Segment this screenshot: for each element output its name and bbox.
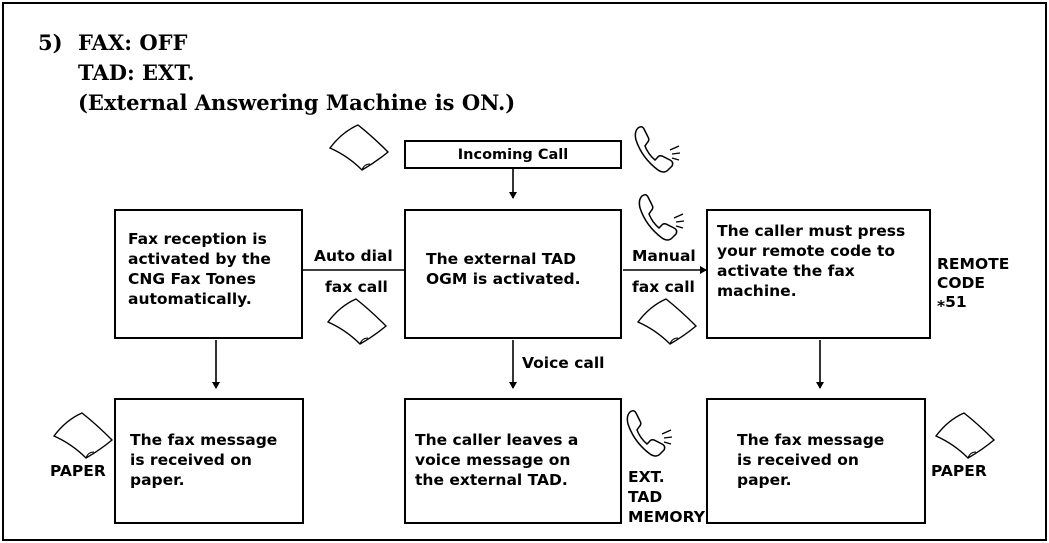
ogm-text: The external TAD OGM is activated. [426, 249, 581, 289]
voice-message-line: the external TAD. [415, 471, 568, 489]
fax-reception-line: automatically. [128, 290, 252, 308]
fax-reception-text: Fax reception is activated by the CNG Fa… [128, 229, 271, 309]
paper-label-right: PAPER [931, 462, 987, 480]
fax-received-box-left [114, 398, 304, 524]
fax-reception-line: CNG Fax Tones [128, 270, 256, 288]
paper-icon [636, 298, 698, 345]
auto-fax-call-label: fax call [325, 278, 388, 296]
fax-received-line: The fax message [130, 431, 278, 449]
paper-icon [934, 412, 996, 459]
incoming-call-label: Incoming Call [457, 147, 569, 163]
remote-code-label-line: CODE [937, 274, 986, 292]
ogm-text-line: The external TAD [426, 250, 577, 268]
remote-code-line: machine. [717, 282, 797, 300]
fax-reception-box [114, 209, 303, 339]
heading-note: (External Answering Machine is ON.) [78, 90, 516, 115]
phone-icon [638, 193, 685, 241]
fax-received-box-right [706, 398, 926, 524]
heading-tad-mode: TAD: EXT. [78, 60, 195, 85]
paper-icon [52, 412, 114, 459]
heading-fax-mode: FAX: OFF [78, 30, 188, 55]
remote-code-line: activate the fax [717, 262, 855, 280]
fax-reception-line: Fax reception is [128, 230, 267, 248]
paper-icon [328, 124, 390, 171]
fax-received-line: is received on [130, 451, 252, 469]
voice-message-text: The caller leaves a voice message on the… [415, 430, 578, 490]
paper-label-left: PAPER [50, 462, 106, 480]
manual-label: Manual [632, 247, 696, 265]
manual-fax-call-label: fax call [632, 278, 695, 296]
remote-code-text: The caller must press your remote code t… [717, 221, 905, 301]
fax-received-line: paper. [737, 471, 792, 489]
auto-dial-label: Auto dial [314, 247, 393, 265]
ogm-box [404, 209, 622, 339]
paper-icon [326, 298, 388, 345]
voice-call-label: Voice call [522, 354, 605, 372]
fax-received-text-right: The fax message is received on paper. [737, 430, 884, 490]
ogm-text-line: OGM is activated. [426, 270, 581, 288]
ext-tad-memory-label: EXT. TAD MEMORY [628, 467, 705, 527]
remote-code-line: your remote code to [717, 242, 896, 260]
fax-received-line: paper. [130, 471, 185, 489]
ext-tad-memory-line: EXT. [628, 468, 665, 486]
section-number: 5) [38, 30, 63, 55]
remote-code-box [706, 209, 931, 339]
fax-received-line: The fax message [737, 431, 885, 449]
phone-icon [626, 409, 673, 457]
phone-icon [634, 125, 681, 173]
fax-received-line: is received on [737, 451, 859, 469]
fax-reception-line: activated by the [128, 250, 271, 268]
incoming-call-box [404, 140, 622, 169]
remote-code-label-line: ⁎51 [937, 293, 967, 311]
ext-tad-memory-line: MEMORY [628, 508, 705, 526]
fax-received-text-left: The fax message is received on paper. [130, 430, 277, 490]
remote-code-label: REMOTE CODE ⁎51 [937, 255, 1009, 312]
remote-code-label-line: REMOTE [937, 255, 1010, 273]
voice-message-line: voice message on [415, 451, 571, 469]
voice-message-box [404, 398, 622, 524]
voice-message-line: The caller leaves a [415, 431, 579, 449]
ext-tad-memory-line: TAD [628, 488, 663, 506]
remote-code-line: The caller must press [717, 222, 906, 240]
